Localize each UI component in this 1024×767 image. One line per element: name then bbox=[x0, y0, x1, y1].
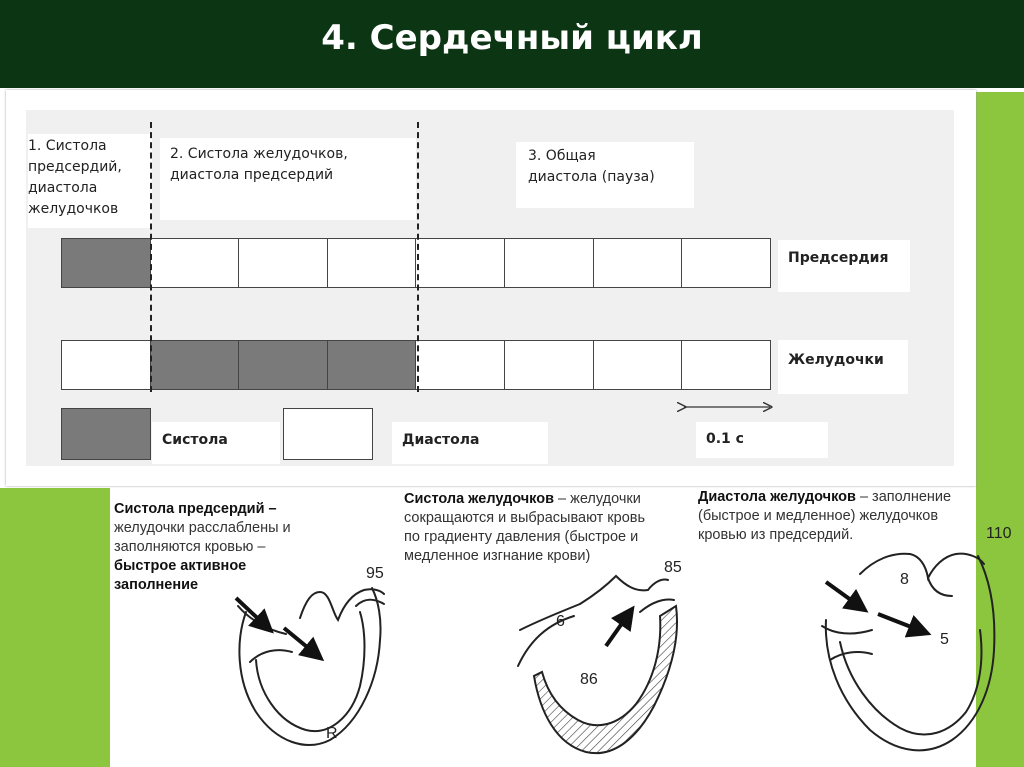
phase-2-label: 2. Систола желудочков,диастола предсерди… bbox=[160, 138, 416, 220]
heart-3-value-110: 110 bbox=[986, 525, 1012, 542]
slide-title: 4. Сердечный цикл bbox=[321, 18, 703, 58]
description-ventricular-systole: Систола желудочков – желудочки сокращают… bbox=[404, 491, 646, 564]
legend-diastole-label: Диастола bbox=[392, 422, 548, 464]
atria-cell-6 bbox=[504, 238, 595, 288]
heart-2-value-85: 85 bbox=[664, 559, 682, 576]
ventricles-cell-8 bbox=[681, 340, 772, 390]
heart-2-value-6: 6 bbox=[556, 613, 565, 630]
title-bar bbox=[0, 0, 1024, 88]
heart-1-arrow-1 bbox=[234, 596, 274, 634]
atria-cell-3 bbox=[238, 238, 329, 288]
atria-cell-5 bbox=[415, 238, 506, 288]
heart-2-drawing bbox=[517, 574, 679, 755]
atria-cell-7 bbox=[592, 238, 683, 288]
description-atrial-systole: Систола предсердий – желудочки расслабле… bbox=[114, 501, 291, 593]
atria-cell-2 bbox=[149, 238, 240, 288]
atria-cell-8 bbox=[681, 238, 772, 288]
phase-divider-2 bbox=[417, 122, 419, 392]
ventricles-cell-5 bbox=[415, 340, 506, 390]
heart-3-value-8: 8 bbox=[900, 571, 909, 588]
heart-1-value-r: R bbox=[326, 725, 338, 742]
heart-3-value-5: 5 bbox=[940, 631, 949, 648]
heart-2-arrow bbox=[604, 605, 635, 648]
phase-divider-1 bbox=[150, 122, 152, 392]
time-scale-label: 0.1 с bbox=[696, 422, 828, 458]
atria-cell-1 bbox=[61, 238, 152, 288]
heart-1-value-95: 95 bbox=[366, 565, 384, 582]
ventricles-cell-3 bbox=[238, 340, 329, 390]
description-ventricular-diastole: Диастола желудочков – заполнение (быстро… bbox=[698, 489, 952, 543]
green-accent-right bbox=[976, 92, 1024, 767]
heart-1-drawing bbox=[237, 587, 385, 746]
ventricles-cell-4 bbox=[326, 340, 417, 390]
ventricles-cell-6 bbox=[504, 340, 595, 390]
heart-3-arrow-1 bbox=[824, 580, 869, 613]
legend-systole-swatch bbox=[61, 408, 151, 460]
green-accent-left bbox=[0, 488, 110, 767]
heart-3-drawing bbox=[821, 552, 996, 752]
legend-diastole-swatch bbox=[283, 408, 373, 460]
heart-1-arrow-2 bbox=[282, 626, 325, 662]
atria-label: Предсердия bbox=[778, 240, 910, 292]
heart-2-value-86: 86 bbox=[580, 671, 598, 688]
legend-systole-label: Систола bbox=[152, 422, 280, 464]
ventricles-cell-1 bbox=[61, 340, 152, 390]
heart-3-arrow-2 bbox=[877, 612, 932, 638]
ventricles-label: Желудочки bbox=[778, 340, 908, 394]
atria-cell-4 bbox=[326, 238, 417, 288]
